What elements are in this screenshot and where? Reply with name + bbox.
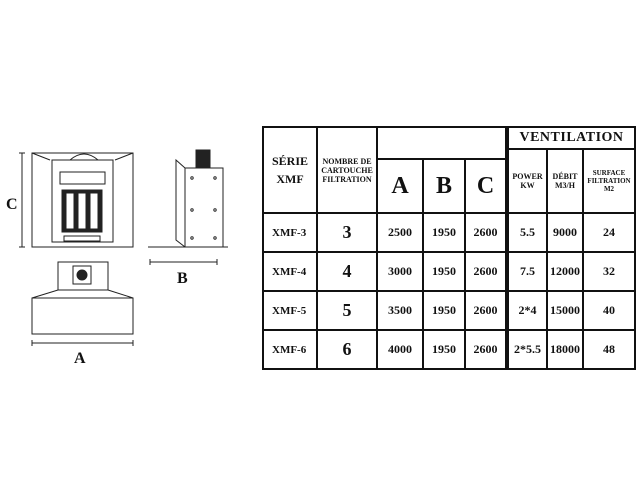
dimension-label-b: B: [177, 270, 188, 287]
surface-cell: 24: [581, 212, 637, 253]
table-row: XMF-4 4 3000 1950 2600 7.5 12000 32: [262, 251, 637, 292]
cartouche-count-cell: 4: [316, 251, 378, 292]
dim-c-cell: 2600: [464, 329, 508, 370]
dimension-label-c: C: [6, 196, 18, 213]
header-dim-c: C: [464, 158, 508, 214]
booth-drawings: [19, 149, 228, 346]
cartouche-count-cell: 3: [316, 212, 378, 253]
front-view-drawing: [19, 152, 134, 248]
header-dimensions-spacer-2: [376, 149, 508, 160]
model-cell: XMF-4: [262, 251, 318, 292]
header-debit: DÉBIT M3/H: [546, 148, 584, 214]
power-cell: 5.5: [505, 212, 548, 253]
dim-c-cell: 2600: [464, 290, 508, 331]
surface-cell: 48: [581, 329, 637, 370]
power-cell: 2*4: [505, 290, 548, 331]
header-serie: SÉRIE XMF: [262, 126, 318, 214]
header-nombre-cartouche: NOMBRE DE CARTOUCHE FILTRATION: [316, 126, 378, 214]
header-power: POWER KW: [505, 148, 548, 214]
dim-b-cell: 1950: [422, 290, 466, 331]
dim-a-cell: 3000: [376, 251, 424, 292]
debit-cell: 18000: [546, 329, 584, 370]
top-view-drawing: [31, 261, 134, 346]
dim-c-cell: 2600: [464, 251, 508, 292]
model-cell: XMF-6: [262, 329, 318, 370]
table-row: XMF-3 3 2500 1950 2600 5.5 9000 24: [262, 212, 637, 253]
surface-cell: 40: [581, 290, 637, 331]
dim-a-cell: 2500: [376, 212, 424, 253]
table-row: XMF-5 5 3500 1950 2600 2*4 15000 40: [262, 290, 637, 331]
dim-b-cell: 1950: [422, 329, 466, 370]
dim-b-cell: 1950: [422, 212, 466, 253]
debit-cell: 9000: [546, 212, 584, 253]
dim-a-cell: 4000: [376, 329, 424, 370]
side-view-drawing: [148, 149, 228, 265]
power-cell: 2*5.5: [505, 329, 548, 370]
header-surface: SURFACE FILTRATION M2: [581, 148, 637, 214]
debit-cell: 15000: [546, 290, 584, 331]
header-dim-b: B: [422, 158, 466, 214]
cartouche-count-cell: 6: [316, 329, 378, 370]
header-ventilation: VENTILATION: [504, 126, 637, 150]
table-row: XMF-6 6 4000 1950 2600 2*5.5 18000 48: [262, 329, 637, 370]
debit-cell: 12000: [546, 251, 584, 292]
dimension-label-a: A: [74, 350, 86, 367]
cartouche-count-cell: 5: [316, 290, 378, 331]
header-dim-a: A: [376, 158, 424, 214]
power-cell: 7.5: [505, 251, 548, 292]
dim-a-cell: 3500: [376, 290, 424, 331]
surface-cell: 32: [581, 251, 637, 292]
dim-c-cell: 2600: [464, 212, 508, 253]
dim-b-cell: 1950: [422, 251, 466, 292]
model-cell: XMF-3: [262, 212, 318, 253]
model-cell: XMF-5: [262, 290, 318, 331]
header-dimensions-spacer: [376, 126, 508, 149]
specification-table: SÉRIE XMF NOMBRE DE CARTOUCHE FILTRATION…: [262, 126, 637, 370]
